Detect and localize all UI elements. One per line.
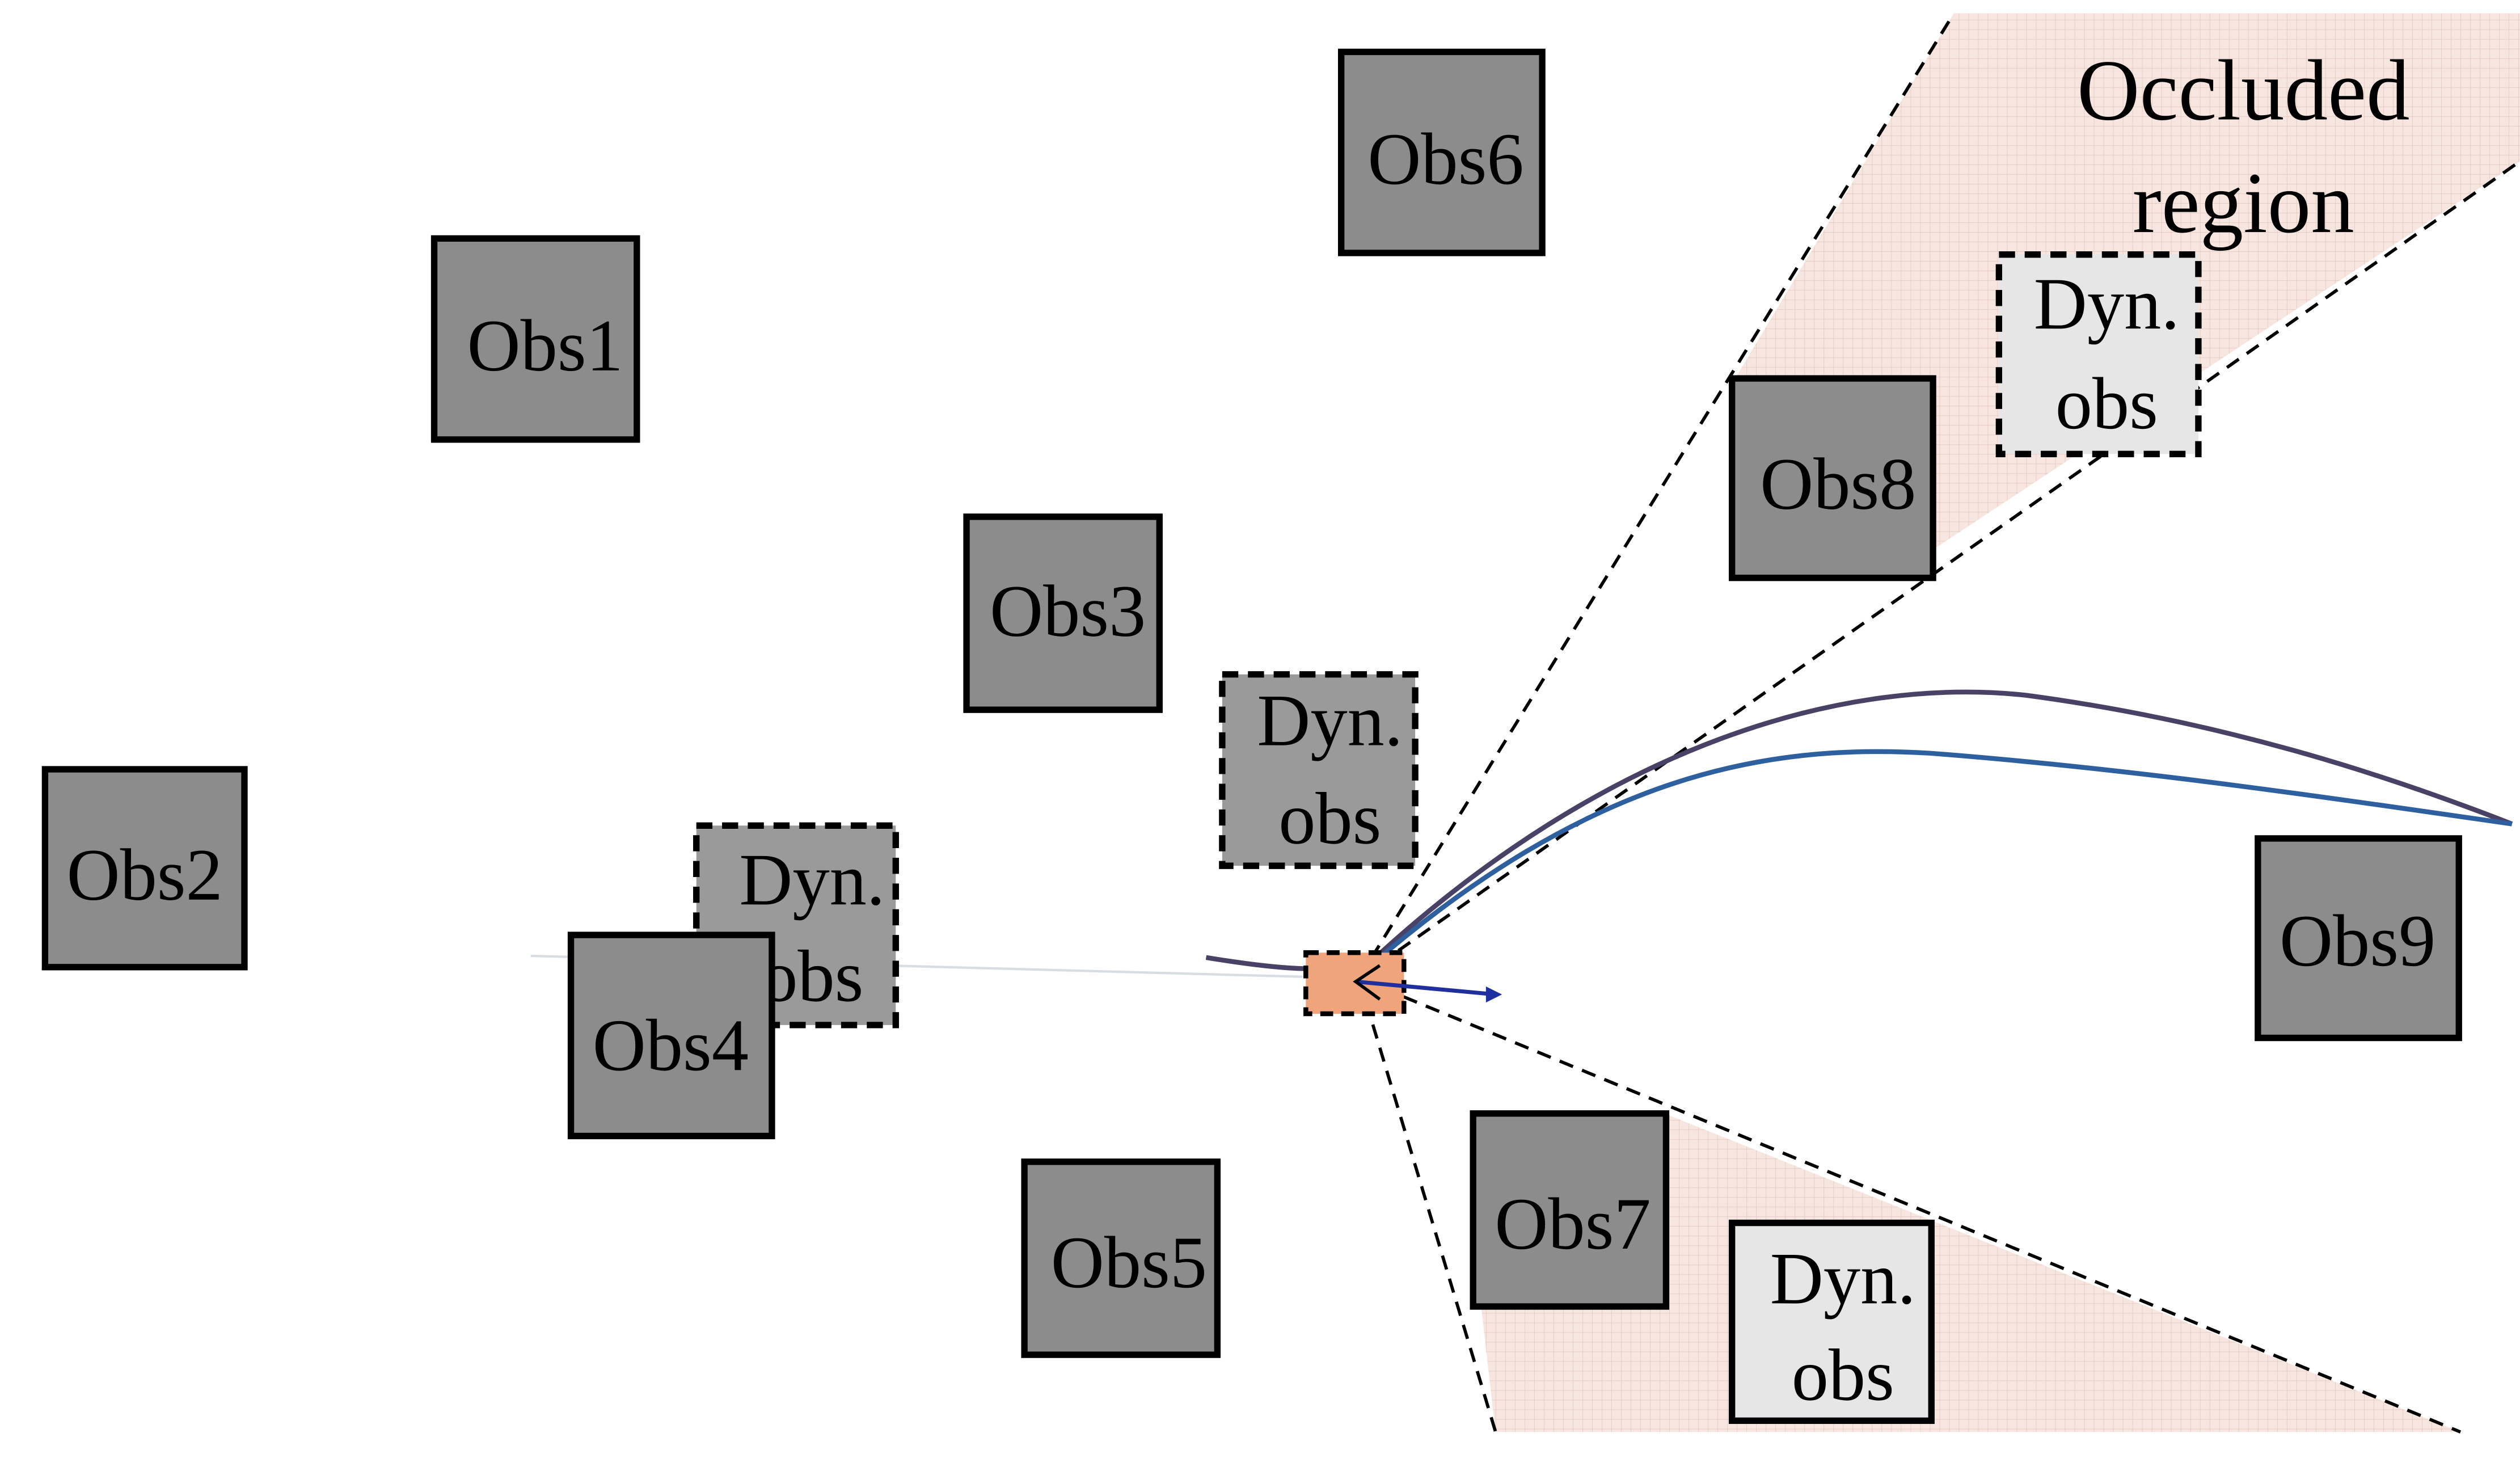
trajectory-upper <box>1365 689 2513 968</box>
dynamic-obstacle-label-line2: obs <box>761 935 863 1017</box>
sensor-origin-icon <box>1353 964 1381 1001</box>
dynamic-obstacle-label-line2: obs <box>2055 363 2158 445</box>
obstacle-label: Obs4 <box>593 1005 749 1086</box>
dynamic-obstacle-occluded-upper: Dyn. obs <box>1995 251 2202 457</box>
obstacle-label: Obs7 <box>1495 1183 1651 1265</box>
dynamic-obstacle-label-line1: Dyn. <box>2034 263 2180 345</box>
static-obstacles: Obs1 Obs2 Obs3 Obs6 Obs8 Obs9 Obs5 Obs7 <box>41 48 2462 1358</box>
obstacle-label: Obs9 <box>2280 900 2435 982</box>
obstacle-obs9: Obs9 <box>2255 835 2462 1042</box>
dynamic-obstacle-label-line1: Dyn. <box>1770 1238 1916 1320</box>
occluded-region-label-line2: region <box>2133 155 2354 251</box>
dynamic-obstacle-label-line2: obs <box>1278 778 1381 859</box>
dynamic-obstacle-label-line2: obs <box>1792 1335 1894 1417</box>
occluded-region-lower <box>1471 1110 2461 1432</box>
trajectories <box>1205 689 2513 971</box>
obstacle-obs5: Obs5 <box>1021 1158 1221 1358</box>
dynamic-obstacle-label-line1: Dyn. <box>1257 680 1403 762</box>
obstacle-label: Obs1 <box>467 305 623 387</box>
dynamic-obstacle-occluded-lower: Dyn. obs <box>1729 1219 1935 1424</box>
sensor-boundaries <box>1357 12 2520 1434</box>
occluded-region-label-line1: Occluded <box>2077 43 2410 139</box>
obstacle-label: Obs8 <box>1760 444 1916 525</box>
obstacle-label: Obs5 <box>1051 1222 1207 1304</box>
obstacle-obs2: Obs2 <box>41 766 248 971</box>
obstacle-obs6: Obs6 <box>1338 48 1546 256</box>
dynamic-obstacle-label-line1: Dyn. <box>739 839 885 921</box>
heading-arrowhead-icon <box>1485 986 1502 1003</box>
dynamic-obstacle-left: Dyn. obs <box>693 822 899 1029</box>
ego-vehicle <box>1303 950 1502 1017</box>
obstacle-obs7: Obs7 <box>1470 1110 1670 1310</box>
obstacle-obs8: Obs8 <box>1729 375 1936 581</box>
trajectory-lower <box>1365 749 2513 971</box>
obstacle-label: Obs3 <box>990 571 1146 652</box>
obstacle-obs4: Obs4 <box>567 932 775 1140</box>
occluded-region-label: Occluded region <box>2077 43 2410 251</box>
obstacle-obs1: Obs1 <box>430 235 640 443</box>
trajectory-behind <box>1205 955 1311 971</box>
heading-arrow-icon <box>1355 979 1496 997</box>
obstacle-label: Obs6 <box>1367 119 1523 200</box>
obstacle-label: Obs2 <box>67 834 223 916</box>
dynamic-obstacle-center: Dyn. obs <box>1219 671 1419 869</box>
obstacle-obs3: Obs3 <box>963 513 1163 713</box>
